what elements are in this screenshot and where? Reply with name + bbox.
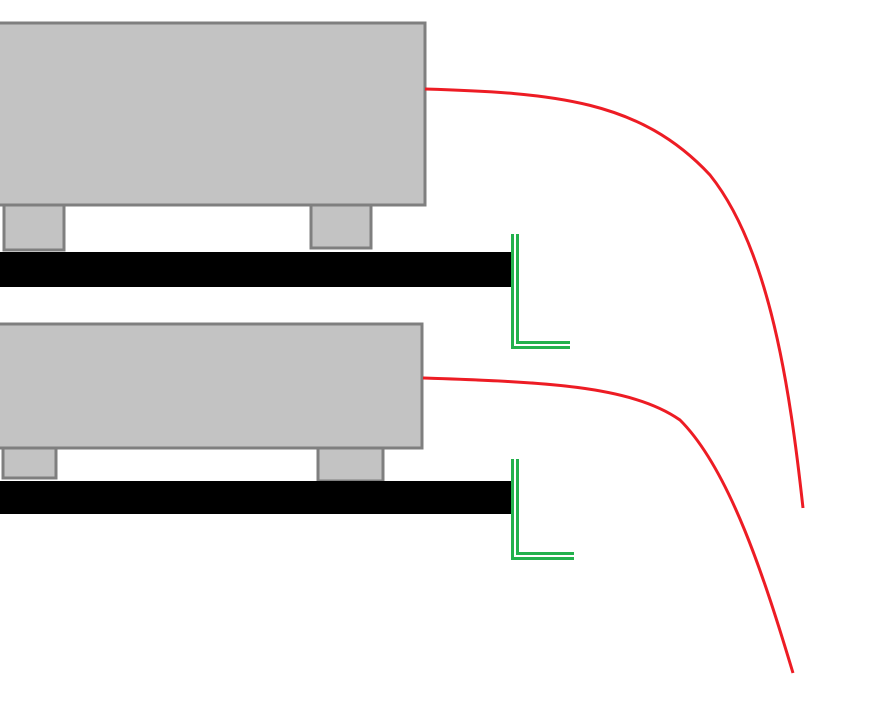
- lower-shelf: [0, 481, 511, 514]
- upper-shelf: [0, 252, 511, 287]
- upper-foot-left: [2, 203, 66, 252]
- upper-box: [0, 21, 427, 207]
- lower-stop-bracket-inner: [514, 459, 574, 557]
- upper-unit: [0, 21, 805, 509]
- lower-unit: [0, 322, 795, 674]
- lower-box: [0, 322, 424, 450]
- upper-cable: [424, 87, 805, 509]
- lower-foot-left: [1, 446, 58, 480]
- upper-foot-right: [309, 203, 373, 250]
- lower-cable: [422, 376, 795, 674]
- lower-foot-right: [316, 446, 385, 483]
- upper-stop-bracket-inner: [514, 234, 570, 346]
